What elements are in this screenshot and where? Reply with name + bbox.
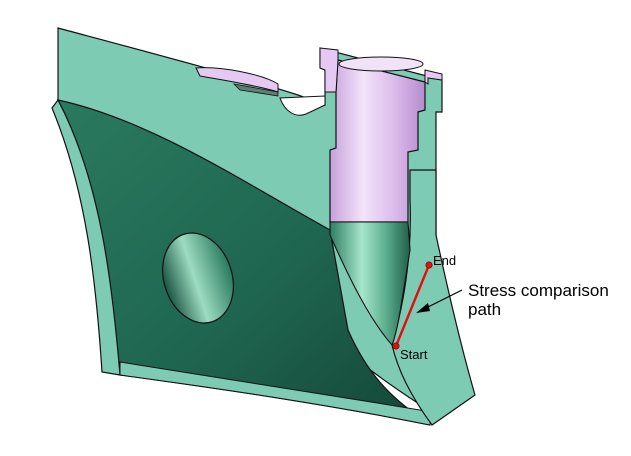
callout-label-line2: path — [468, 300, 501, 319]
left-sleeve-top — [195, 67, 279, 93]
start-label: Start — [400, 347, 428, 362]
side-hole — [162, 232, 234, 324]
sleeve-flange-right — [424, 69, 443, 85]
sleeve-flange — [319, 47, 339, 93]
start-point-marker — [392, 342, 400, 350]
front-wall — [51, 98, 121, 376]
left-sleeve-edge — [232, 83, 279, 97]
end-point-marker — [425, 261, 433, 269]
sleeve-bore-top — [338, 56, 424, 72]
top-notch — [279, 95, 326, 116]
callout-arrowhead — [416, 303, 430, 313]
end-label: End — [433, 253, 456, 268]
callout-label-line1: Stress comparison — [468, 281, 609, 300]
bore-surface — [329, 221, 411, 347]
stress-path-line — [394, 264, 431, 347]
sleeve-body — [329, 59, 426, 223]
